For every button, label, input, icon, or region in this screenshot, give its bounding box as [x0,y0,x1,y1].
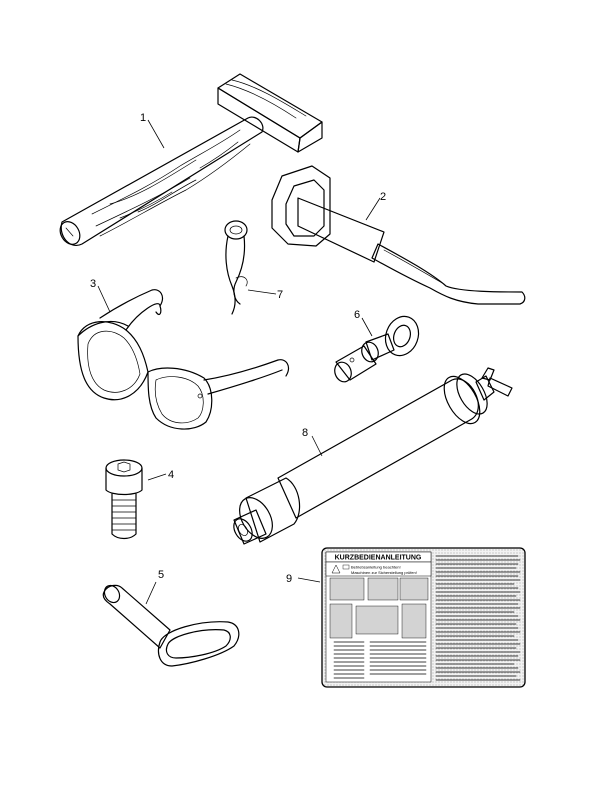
label-title: KURZBEDIENANLEITUNG [335,555,422,562]
instruction-label-card: KURZBEDIENANLEITUNG Betriebsanleitung be… [321,547,526,688]
callout-6: 6 [354,309,360,321]
safety-glasses-illustration [77,289,290,430]
label-line2: Maschinen zur Sicherstellung prüfen! [351,570,417,575]
label-line1: Betriebsanleitung beachten! [351,565,401,570]
callout-7: 7 [277,289,283,301]
callout-8: 8 [302,427,308,439]
callout-5: 5 [158,569,164,581]
callout-9: 9 [286,573,292,585]
pry-bar-illustration [271,165,526,305]
hammer-illustration [59,73,323,246]
eye-bolt-illustration [334,315,420,383]
callout-2: 2 [380,191,386,203]
triangle-key-illustration [102,584,240,667]
socket-screw-illustration [105,459,143,540]
callout-1: 1 [140,112,146,124]
callout-4: 4 [168,469,174,481]
grease-gun-illustration [233,367,513,545]
cotter-pin-illustration [224,220,248,315]
callout-3: 3 [90,278,96,290]
